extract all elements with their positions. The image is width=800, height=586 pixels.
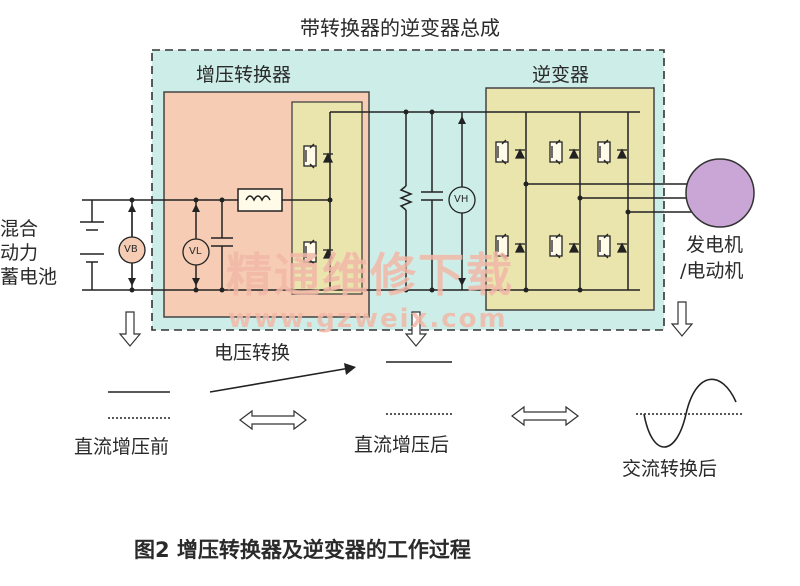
down-arrow-right <box>670 301 694 337</box>
inductor-coil <box>245 195 271 202</box>
double-arrow-left <box>239 409 307 431</box>
vl-meter-circle <box>182 238 210 266</box>
stage-label-ac: 交流转换后 <box>622 458 718 480</box>
inverter-upper-igbt-2-diode <box>568 148 580 159</box>
vh-meter-label: VH <box>454 194 469 205</box>
battery-label-1: 混合 <box>0 218 39 240</box>
inverter-box <box>485 87 655 311</box>
vl-meter-label: VL <box>189 246 202 257</box>
inverter-upper-igbt-3-diode <box>616 148 628 159</box>
battery-label-3: 蓄电池 <box>0 266 58 288</box>
inverter-lower-igbt-1-switch <box>495 235 509 257</box>
vb-meter-circle <box>118 236 146 264</box>
ac-sine-wave <box>643 378 737 448</box>
conversion-arrow-line <box>209 367 351 393</box>
boost-lower-igbt-switch <box>303 241 317 263</box>
inverter-upper-igbt-1-diode <box>514 148 526 159</box>
motor-circle <box>685 158 755 228</box>
battery-label-2: 动力 <box>0 242 39 264</box>
vh-meter-circle <box>448 186 476 214</box>
figure-caption: 图2 增压转换器及逆变器的工作过程 <box>134 538 471 562</box>
motor-label-1: 发电机 <box>686 234 744 256</box>
watermark-url: www.gzweix.com <box>228 304 508 334</box>
inverter-lower-igbt-2-switch <box>549 235 563 257</box>
double-arrow-right <box>511 405 579 427</box>
inverter-lower-igbt-2-diode <box>568 242 580 253</box>
boost-lower-igbt-diode <box>322 248 334 259</box>
watermark-cn: 精通维修下载 <box>226 248 514 302</box>
inductor-box <box>237 188 283 212</box>
assembly-title: 带转换器的逆变器总成 <box>300 16 500 40</box>
inverter-upper-igbt-1-switch <box>495 141 509 163</box>
inverter-upper-igbt-2-switch <box>549 141 563 163</box>
boost-upper-igbt-switch <box>303 145 317 167</box>
vb-meter-label: VB <box>124 244 138 255</box>
inverter-label: 逆变器 <box>532 64 590 86</box>
down-arrow-left <box>118 311 142 347</box>
boost-converter-label: 增压转换器 <box>196 64 292 86</box>
inverter-lower-igbt-3-switch <box>597 235 611 257</box>
stage-label-after: 直流增压后 <box>354 434 450 456</box>
inverter-upper-igbt-3-switch <box>597 141 611 163</box>
down-arrow-mid <box>404 311 428 347</box>
inverter-lower-igbt-3-diode <box>616 242 628 253</box>
motor-label-2: /电动机 <box>680 260 744 282</box>
stage-label-before: 直流增压前 <box>74 436 170 458</box>
boost-upper-igbt-diode <box>322 152 334 163</box>
inverter-lower-igbt-1-diode <box>514 242 526 253</box>
voltage-conversion-label: 电压转换 <box>214 342 291 364</box>
